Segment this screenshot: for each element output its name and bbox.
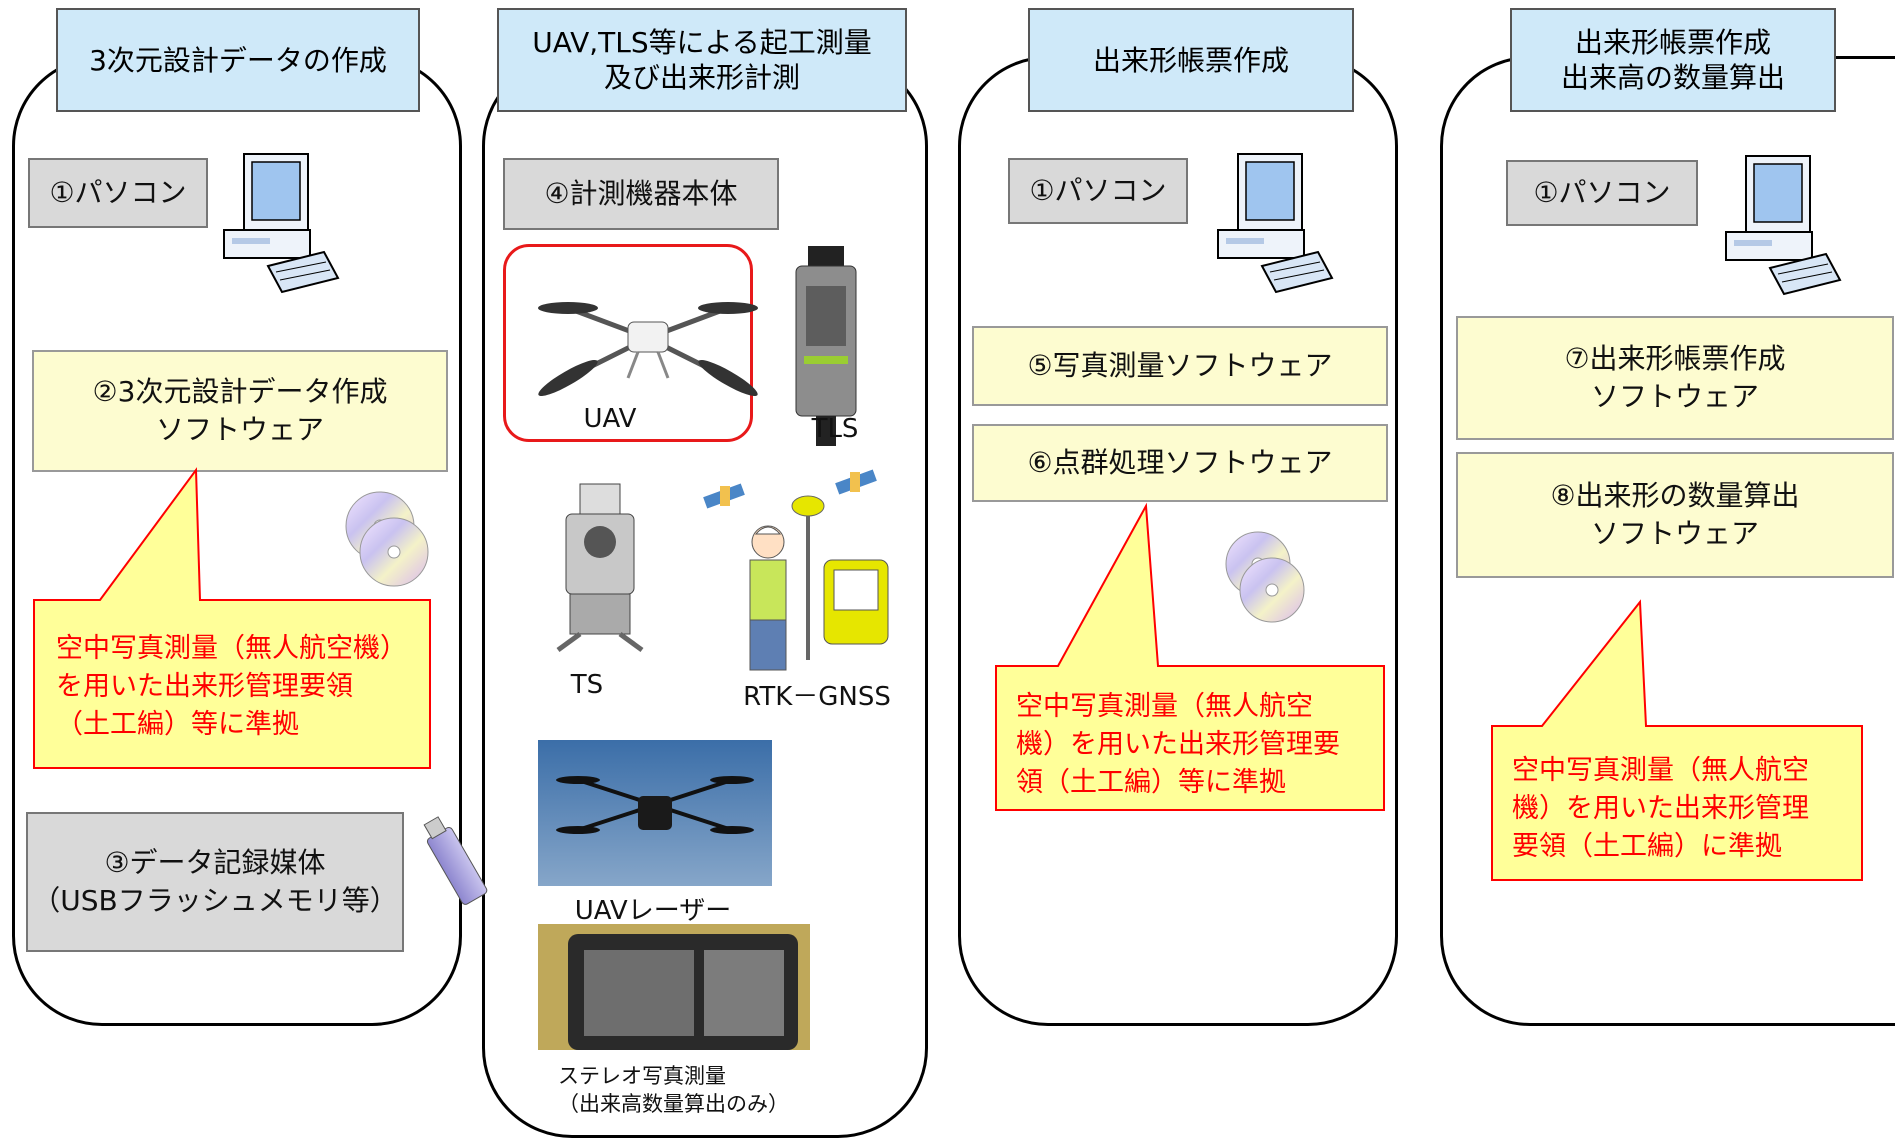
software-line: ソフトウェア bbox=[155, 413, 324, 446]
computer-icon bbox=[1217, 153, 1334, 294]
uav-label: UAV bbox=[583, 404, 637, 434]
software-line: ⑦出来形帳票作成 bbox=[1564, 342, 1786, 376]
column-title-form-creation: 出来形帳票作成 bbox=[1028, 8, 1354, 112]
computer-icon bbox=[1725, 155, 1842, 296]
pc-box: ①パソコン bbox=[1506, 160, 1698, 226]
satellite-icon bbox=[835, 469, 877, 495]
design-software-box: ②3次元設計データ作成 ソフトウェア bbox=[32, 350, 448, 472]
pc-box: ①パソコン bbox=[1008, 158, 1188, 224]
software-line: ②3次元設計データ作成 bbox=[92, 375, 388, 409]
pointcloud-software-label: ⑥点群処理ソフトウェア bbox=[1027, 446, 1333, 480]
callout-line: 要領（土工編）に準拠 bbox=[1512, 830, 1782, 862]
media-line: （USBフラッシュメモリ等） bbox=[32, 884, 398, 917]
callout-text-column-1: 空中写真測量（無人航空機） を用いた出来形管理要領 （土工編）等に準拠 bbox=[56, 630, 426, 743]
satellite-icon bbox=[703, 483, 745, 509]
quantity-software-box: ⑧出来形の数量算出 ソフトウェア bbox=[1456, 452, 1894, 578]
stereo-line: （出来高数量算出のみ） bbox=[558, 1092, 789, 1117]
computer-icon bbox=[223, 153, 340, 294]
callout-column-4 bbox=[1491, 599, 1863, 881]
callout-text-column-4: 空中写真測量（無人航空 機）を用いた出来形管理 要領（土工編）に準拠 bbox=[1512, 752, 1852, 865]
callout-line: を用いた出来形管理要領 bbox=[56, 670, 353, 702]
uav-laser-image bbox=[538, 740, 772, 886]
pointcloud-software-box: ⑥点群処理ソフトウェア bbox=[972, 424, 1388, 502]
callout-line: 空中写真測量（無人航空 bbox=[1512, 755, 1809, 786]
callout-column-1 bbox=[33, 467, 431, 769]
callout-line: 機）を用いた出来形管理要 bbox=[1016, 728, 1340, 760]
callout-line: 領（土工編）等に準拠 bbox=[1016, 766, 1286, 798]
software-line: ⑧出来形の数量算出 bbox=[1550, 479, 1800, 513]
column-title-survey: UAV,TLS等による起工測量 及び出来形計測 bbox=[497, 8, 907, 112]
rtk-gnss-image bbox=[703, 469, 889, 671]
tls-label: TLS bbox=[811, 414, 859, 444]
stereo-camera-image bbox=[538, 924, 810, 1050]
callout-text-column-3: 空中写真測量（無人航空 機）を用いた出来形管理要 領（土工編）等に準拠 bbox=[1016, 688, 1376, 801]
ts-label: TS bbox=[570, 670, 604, 700]
pc-label: ①パソコン bbox=[49, 176, 187, 210]
uav-laser-label: UAVレーザー bbox=[574, 896, 732, 926]
stereo-label: ステレオ写真測量 （出来高数量算出のみ） bbox=[558, 1062, 789, 1119]
callout-line: 空中写真測量（無人航空 bbox=[1016, 691, 1313, 722]
pc-box: ①パソコン bbox=[28, 158, 208, 228]
cd-disc-icon bbox=[345, 491, 429, 587]
rtk-gnss-label: RTK－GNSS bbox=[743, 682, 891, 712]
pc-label: ①パソコン bbox=[1533, 176, 1671, 210]
cd-disc-icon bbox=[1225, 531, 1305, 623]
stereo-line: ステレオ写真測量 bbox=[558, 1064, 726, 1088]
column-title-design-data: 3次元設計データの作成 bbox=[56, 8, 420, 112]
form-software-box: ⑦出来形帳票作成 ソフトウェア bbox=[1456, 316, 1894, 440]
uav-drone-image bbox=[538, 302, 758, 397]
uav-highlight-frame bbox=[503, 244, 753, 442]
column-title-text: 出来形帳票作成 bbox=[1092, 43, 1289, 77]
column-title-text: 3次元設計データの作成 bbox=[89, 43, 387, 77]
software-line: ソフトウェア bbox=[1590, 517, 1759, 550]
device-label: ④計測機器本体 bbox=[544, 177, 738, 211]
column-title-line: 及び出来形計測 bbox=[603, 61, 800, 94]
photo-software-label: ⑤写真測量ソフトウェア bbox=[1027, 349, 1333, 383]
pc-label: ①パソコン bbox=[1029, 174, 1167, 208]
usb-stick-icon bbox=[423, 816, 488, 905]
photo-software-box: ⑤写真測量ソフトウェア bbox=[972, 326, 1388, 406]
device-box: ④計測機器本体 bbox=[503, 158, 779, 230]
column-title-line: 出来形帳票作成 bbox=[1574, 26, 1771, 59]
callout-line: 空中写真測量（無人航空機） bbox=[56, 633, 407, 664]
callout-line: （土工編）等に準拠 bbox=[56, 708, 299, 740]
media-line: ③データ記録媒体 bbox=[104, 846, 326, 880]
callout-column-3 bbox=[995, 502, 1385, 811]
callout-line: 機）を用いた出来形管理 bbox=[1512, 792, 1809, 824]
ts-total-station-image bbox=[556, 483, 644, 653]
software-line: ソフトウェア bbox=[1590, 380, 1759, 413]
media-box: ③データ記録媒体 （USBフラッシュメモリ等） bbox=[26, 812, 404, 952]
tls-scanner-image bbox=[795, 246, 857, 446]
column-title-form-quantity: 出来形帳票作成 出来高の数量算出 bbox=[1510, 8, 1836, 112]
column-title-line: 出来高の数量算出 bbox=[1560, 61, 1785, 94]
column-title-line: UAV,TLS等による起工測量 bbox=[532, 26, 872, 59]
